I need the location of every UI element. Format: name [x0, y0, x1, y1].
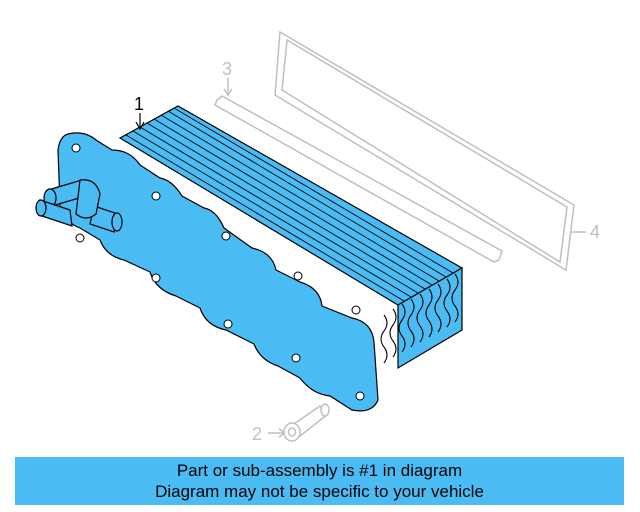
callout-3: 3: [222, 59, 232, 79]
oil-cooler-part-1: [35, 105, 464, 412]
banner-line-1: Part or sub-assembly is #1 in diagram: [176, 461, 463, 480]
parts-diagram: 1 2 3 4: [35, 30, 600, 444]
banner-line-2: Diagram may not be specific to your vehi…: [155, 482, 484, 501]
bolt-part-2: [268, 403, 330, 442]
callout-1: 1: [134, 94, 144, 114]
info-banner: Part or sub-assembly is #1 in diagram Di…: [15, 457, 624, 505]
seal-strip-part-3: [214, 78, 503, 263]
callout-1-leader: [135, 113, 145, 131]
callout-4: 4: [590, 222, 600, 242]
callout-2: 2: [252, 424, 262, 444]
gasket-frame-part-4: [274, 30, 586, 272]
